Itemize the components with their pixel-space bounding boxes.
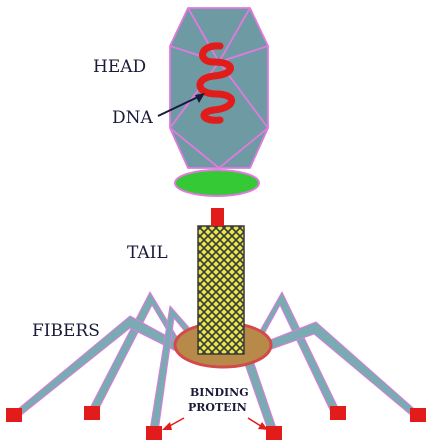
label-dna: DNA xyxy=(112,108,154,128)
foot xyxy=(146,426,162,440)
collar xyxy=(175,170,259,196)
foot xyxy=(84,406,100,420)
foot xyxy=(410,408,426,422)
foot xyxy=(330,406,346,420)
label-binding: BINDING xyxy=(190,386,249,399)
binding-protein-arrows xyxy=(162,418,268,430)
label-tail: TAIL xyxy=(127,243,168,263)
neck-connector xyxy=(211,208,224,226)
label-head: HEAD xyxy=(93,57,146,77)
tail-sheath xyxy=(198,226,244,354)
foot xyxy=(266,426,282,440)
label-fibers: FIBERS xyxy=(32,321,100,341)
foot xyxy=(6,408,22,422)
capsid-head xyxy=(170,8,268,168)
label-protein: PROTEIN xyxy=(188,401,247,414)
